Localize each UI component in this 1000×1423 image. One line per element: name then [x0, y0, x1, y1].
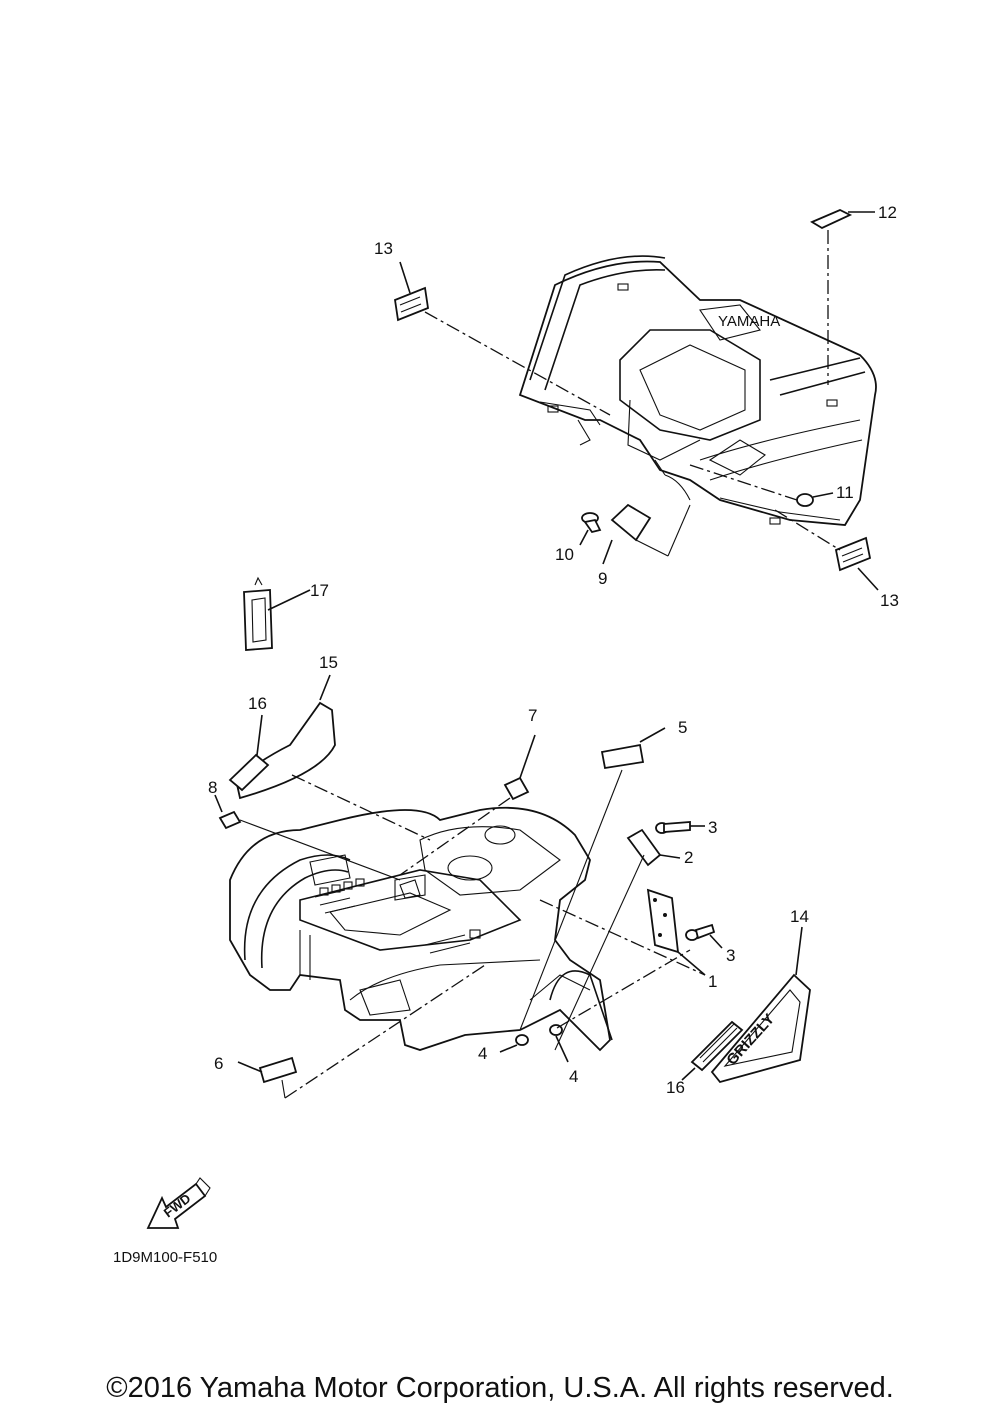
callout-3-upper: 3 — [708, 818, 717, 837]
callout-17: 17 — [310, 581, 329, 600]
parts-diagram: YAMAHA — [113, 203, 899, 1266]
sticker-16-lower — [690, 1020, 744, 1072]
callout-13-upper: 13 — [374, 239, 393, 258]
rear-fender: YAMAHA — [518, 255, 877, 526]
callout-9: 9 — [598, 569, 607, 588]
callout-10: 10 — [555, 545, 574, 564]
copyright-footer: ©2016 Yamaha Motor Corporation, U.S.A. A… — [106, 1372, 894, 1404]
callout-8: 8 — [208, 778, 217, 797]
callout-7: 7 — [528, 706, 537, 725]
fwd-arrow-icon: FWD — [146, 1177, 211, 1229]
callout-1: 1 — [708, 972, 717, 991]
callout-6: 6 — [214, 1054, 223, 1073]
bolt-3-lower — [685, 923, 716, 941]
decal-6 — [258, 1056, 298, 1084]
decal-5 — [600, 743, 645, 770]
label-13-upper — [394, 286, 429, 322]
plate-9 — [610, 503, 652, 542]
callout-13-lower: 13 — [880, 591, 899, 610]
yamaha-mark: YAMAHA — [718, 313, 780, 330]
diagram-code: 1D9M100-F510 — [113, 1249, 217, 1266]
callout-2: 2 — [684, 848, 693, 867]
bolt-3-upper — [655, 821, 691, 834]
front-fender — [229, 806, 613, 1052]
grommet-4-left — [515, 1034, 529, 1046]
grommet-11 — [796, 493, 814, 507]
callout-11: 11 — [836, 483, 854, 502]
panel-15 — [235, 701, 336, 800]
label-13-lower — [834, 536, 872, 572]
callout-4-left: 4 — [478, 1044, 487, 1063]
plug-8 — [218, 810, 242, 830]
callout-5: 5 — [678, 718, 687, 737]
decal-12 — [810, 209, 853, 230]
callout-16-upper: 16 — [248, 694, 267, 713]
callout-12: 12 — [878, 203, 897, 222]
sticker-16-left — [228, 753, 270, 792]
decal-7 — [503, 776, 530, 801]
plate-2 — [626, 828, 662, 867]
callout-4-right: 4 — [569, 1067, 578, 1086]
bolt-10 — [581, 512, 602, 534]
label-17 — [243, 576, 273, 651]
callout-16-lower: 16 — [666, 1078, 685, 1097]
bracket-1 — [646, 888, 680, 954]
callout-3-lower: 3 — [726, 946, 735, 965]
callout-14: 14 — [790, 907, 809, 926]
callout-15: 15 — [319, 653, 338, 672]
